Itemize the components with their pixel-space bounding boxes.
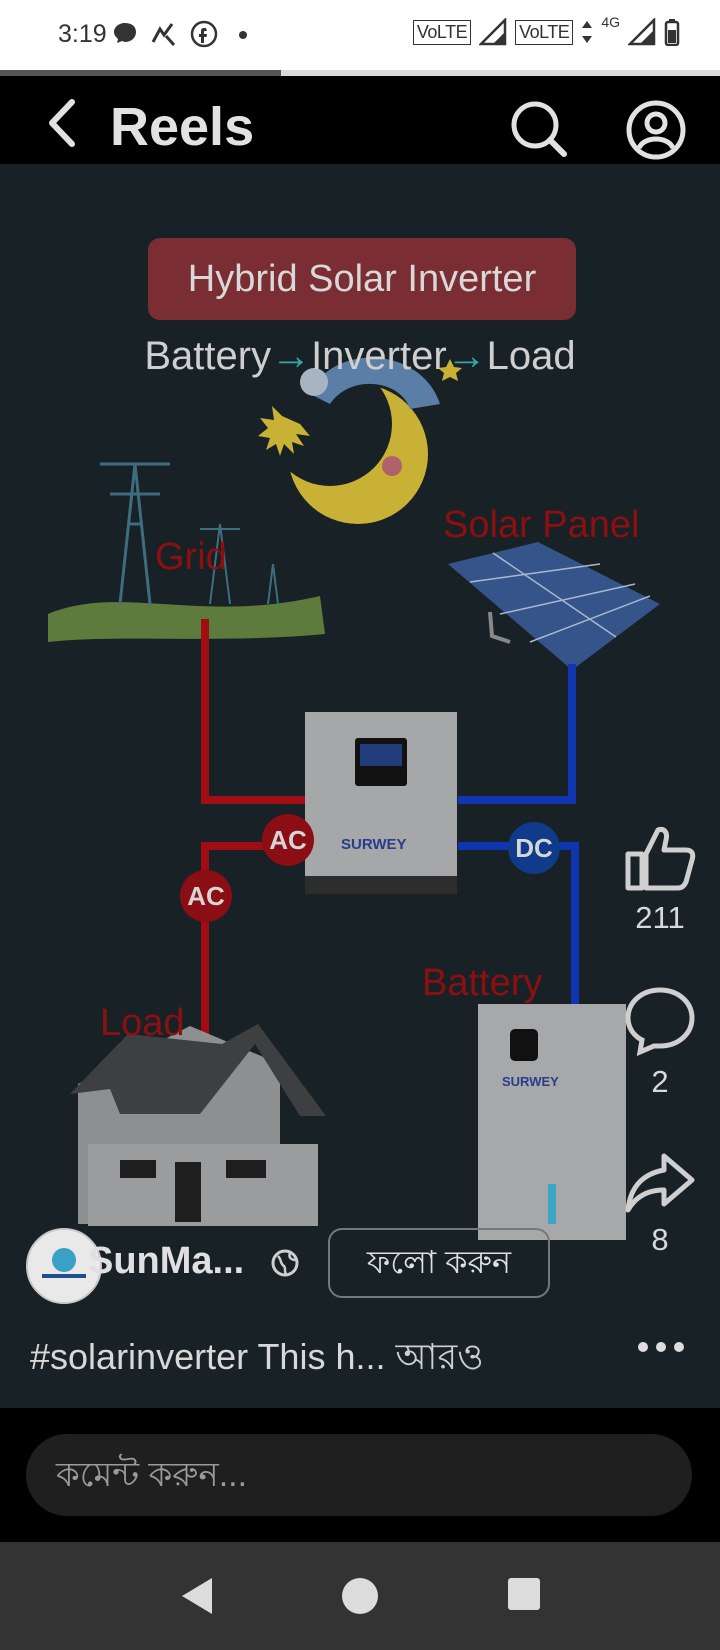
inverter-illustration [305,712,457,894]
video-subtitle-inverter: Inverter [311,334,447,378]
like-action[interactable]: 211 [615,824,705,936]
comment-count: 2 [651,1064,669,1099]
status-right: VoLTE VoLTE 4G [412,14,680,46]
network-type: 4G [601,14,620,30]
video-subtitle-battery: Battery [144,334,272,378]
comment-action[interactable]: 2 [615,986,705,1100]
comment-input[interactable]: কমেন্ট করুন... [26,1434,692,1516]
app-bar: Reels [0,76,720,164]
label-battery: Battery [422,962,543,1004]
facebook-icon [190,20,218,48]
reel-progress-fill [0,70,281,76]
data-arrows-icon [582,21,593,43]
volte-badge-1: VoLTE [412,19,472,45]
reel-video[interactable]: Hybrid Solar Inverter Battery→Inverter→L… [0,164,720,1408]
comment-bubble-icon[interactable] [624,986,696,1057]
share-arrow-icon[interactable] [624,1150,696,1214]
share-action[interactable]: 8 [615,1150,705,1258]
signal-icon-1 [479,18,507,46]
video-subtitle-load: Load [486,334,576,378]
inverter-brand: SURWEY [341,836,407,853]
grid-tower-illustration [48,462,325,642]
video-title: Hybrid Solar Inverter [187,258,537,300]
badge-ac-1: AC [262,814,314,866]
follow-button[interactable]: ফলো করুন [328,1228,550,1298]
label-solar-panel: Solar Panel [443,504,640,546]
video-subtitle: Battery→Inverter→Load [0,334,720,379]
dot-icon [239,31,247,39]
label-grid: Grid [155,536,227,578]
volte-badge-2: VoLTE [515,19,574,45]
caption-text: #solarinverter This h... [30,1336,386,1377]
reel-caption[interactable]: #solarinverter This h... আরও [30,1330,484,1390]
page-title: Reels [110,97,255,157]
nav-recents-icon[interactable] [506,1576,542,1612]
solar-panel-illustration [448,542,660,670]
label-load: Load [100,1002,185,1044]
house-illustration [70,1024,326,1226]
nav-back-icon[interactable] [178,1576,218,1616]
arrow-icon: → [446,334,487,378]
more-options-icon[interactable] [636,1340,686,1354]
moon-illustration [258,357,462,524]
reel-progress-bar[interactable] [0,70,720,76]
back-arrow-icon[interactable] [44,98,78,148]
channel-row: SunMa... ফলো করুন [26,1228,686,1304]
like-count: 211 [635,900,685,935]
chat-bubble-icon [114,23,136,43]
status-bar: 3:19 VoLTE VoLTE 4G [0,0,720,70]
see-more-link[interactable]: আরও [395,1336,484,1377]
nav-home-icon[interactable] [340,1576,380,1616]
badge-dc: DC [508,822,560,874]
comment-bar: কমেন্ট করুন... [0,1408,720,1542]
globe-icon [271,1249,299,1277]
phone-missed-icon [151,23,176,46]
thumbs-up-icon[interactable] [624,824,696,892]
channel-name[interactable]: SunMa... [88,1240,245,1282]
battery-illustration [478,1004,626,1240]
battery-icon [664,19,680,46]
channel-avatar[interactable] [26,1228,102,1304]
battery-brand: SURWEY [502,1074,559,1089]
search-icon[interactable] [510,100,568,158]
badge-ac-2: AC [180,870,232,922]
diagram-art [48,357,660,1240]
share-count: 8 [651,1222,669,1257]
arrow-icon: → [271,334,312,378]
channel-logo-icon [42,1248,86,1278]
signal-icon-2 [628,18,656,46]
video-title-box: Hybrid Solar Inverter [148,238,576,320]
profile-icon[interactable] [626,100,686,160]
status-time: 3:19 [58,20,107,48]
system-nav-bar [0,1542,720,1650]
